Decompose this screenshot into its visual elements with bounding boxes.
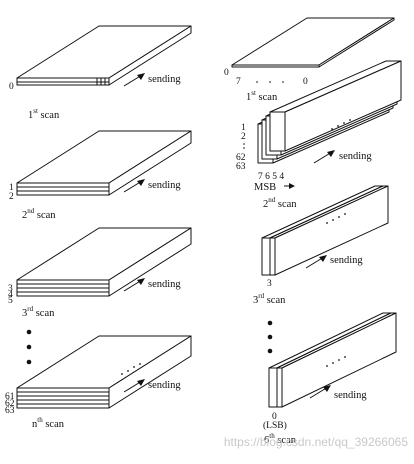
right-scan-6-block [268, 312, 397, 408]
right-scan-3-bit: 3 [267, 279, 272, 289]
left-ellipsis-dot [26, 344, 32, 350]
right-ellipsis-dot [267, 320, 273, 326]
left-scan-1-sending: sending [148, 74, 181, 85]
left-scan-1-arrow [123, 73, 145, 87]
left-scan-2-block [16, 130, 192, 196]
right-scan-1-label: 1st scan [246, 89, 278, 103]
right-scan-6-lsb: (LSB) [263, 420, 287, 431]
right-ellipsis-dot [267, 348, 273, 354]
right-scan-6-arrow [309, 385, 331, 399]
right-scan-2-label: 2nd scan [263, 196, 297, 210]
left-scan-3-block [16, 227, 192, 297]
left-scan-2-arrow [123, 179, 145, 193]
left-scan-3-row-5: 5 [8, 296, 13, 306]
right-scan-6-bit: 0 [272, 412, 277, 422]
right-scan-6-sending: sending [334, 390, 367, 401]
right-scan-1-left-7: 7 [236, 77, 241, 87]
left-scan-n-row-61: 61 [5, 392, 15, 402]
right-ellipsis-dot [267, 334, 273, 340]
left-scan-3-sending: sending [148, 279, 181, 290]
right-scan-3-sending: sending [330, 255, 363, 266]
left-scan-n-sending: sending [148, 380, 181, 391]
left-scan-n-block [16, 335, 192, 409]
right-scan-3-dots [326, 213, 346, 224]
left-scan-1-block [16, 25, 192, 86]
left-scan-n-label: nth scan [32, 416, 65, 430]
left-scan-2-row-1: 1 [9, 183, 14, 193]
left-scan-n-arrow [123, 379, 145, 393]
right-scan-2-row-62: 62 [236, 153, 246, 163]
right-scan-2-row-1: 1 [241, 123, 246, 133]
right-scan-1-left-0: 0 [224, 68, 229, 78]
right-scan-2-dots [331, 119, 351, 130]
left-scan-n-row-63: 63 [5, 406, 15, 416]
right-scan-3-arrow [305, 255, 327, 269]
left-scan-2-row-2: 2 [9, 192, 14, 202]
left-scan-2-sending: sending [148, 180, 181, 191]
right-scan-2-arrow [313, 150, 335, 164]
left-scan-3-label: 3rd scan [22, 305, 55, 319]
left-ellipsis-dot [26, 329, 32, 335]
left-scan-3-arrow [123, 278, 145, 292]
right-scan-6-dots [326, 356, 346, 367]
right-scan-1-dots [256, 81, 284, 83]
right-scan-2-row-2: 2 [241, 132, 246, 142]
left-ellipsis-dot [26, 359, 32, 365]
right-scan-2-row-63: 63 [236, 162, 246, 172]
right-scan-1-right-0: 0 [303, 77, 308, 87]
left-scan-3-row-4: 4 [8, 290, 13, 300]
right-scan-2-vdot [243, 143, 245, 145]
right-scan-2-bit-columns: 7 6 5 4 [258, 172, 284, 182]
right-scan-2-msb: MSB [254, 182, 276, 193]
right-scan-2-sending: sending [339, 151, 372, 162]
left-scan-3-row-3: 3 [8, 284, 13, 294]
watermark: https://blog.csdn.net/qq_39266065 [224, 435, 408, 449]
right-scan-6-label: 6th scan [264, 432, 297, 446]
right-scan-3-block [261, 185, 389, 276]
right-scan-2-block [257, 60, 402, 164]
left-scan-2-label: 2nd scan [22, 207, 56, 221]
left-scan-1-label: 1st scan [28, 107, 60, 121]
left-scan-n-dots [121, 363, 141, 375]
left-scan-n-row-62: 62 [5, 399, 15, 409]
right-scan-3-label: 3rd scan [253, 292, 286, 306]
right-scan-1-sheet [231, 17, 395, 68]
right-scan-2-vdot [243, 147, 245, 149]
right-scan-2-msb-arrow [284, 183, 295, 189]
left-scan-1-row-0: 0 [9, 82, 14, 92]
